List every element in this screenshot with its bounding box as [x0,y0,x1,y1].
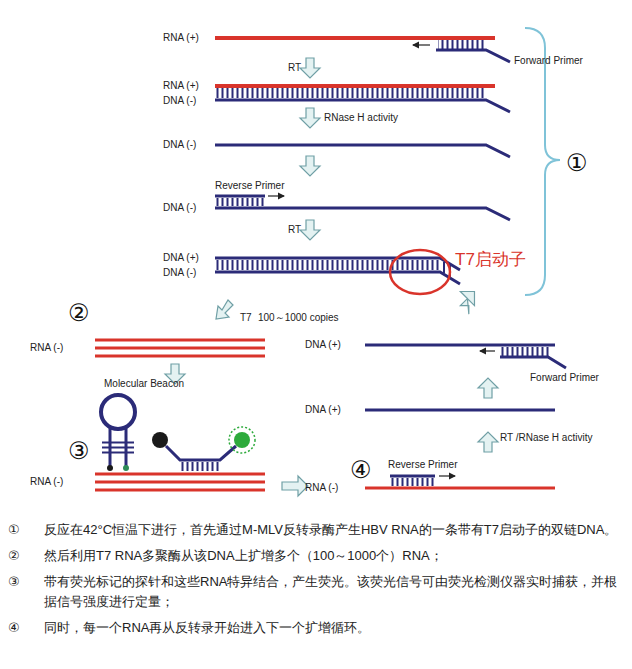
copies-label: 100～1000 copies [258,312,339,324]
strand-label: DNA (-) [163,95,196,107]
note-number: ④ [8,618,20,638]
primer-label: Forward Primer [514,55,583,67]
note-number: ① [8,520,20,540]
strand-label: RNA (+) [163,32,199,44]
strand-label: RNA (-) [30,476,63,488]
callout-number: ① [566,148,588,177]
strand-label: DNA (-) [163,267,196,279]
strand-label: DNA (+) [305,404,341,416]
step-label: T7 [240,312,252,324]
primer-label: Reverse Primer [215,180,284,192]
note-text: 然后利用T7 RNA多聚酶从该DNA上扩增多个（100～1000个）RNA； [44,546,624,566]
callout-number: ③ [68,436,90,465]
callout-number: ② [68,298,90,327]
probe-label: Molecular Beacon [104,378,184,390]
note-text: 同时，每一个RNA再从反转录开始进入下一个扩增循环。 [44,618,624,638]
note-text: 带有荧光标记的探针和这些RNA特异结合，产生荧光。该荧光信号可由荧光检测仪器实时… [44,572,624,612]
primer-label: Reverse Primer [388,459,457,471]
strand-label: DNA (-) [163,202,196,214]
strand-label: DNA (+) [163,252,199,264]
step-label: RT /RNase H activity [500,432,592,444]
callout-number: ④ [350,455,372,484]
strand-label: DNA (-) [163,139,196,151]
note-number: ② [8,546,20,566]
strand-label: RNA (-) [305,482,338,494]
step-label: RT [288,62,301,74]
step-label: RT [288,224,301,236]
strand-label: RNA (-) [30,342,63,354]
strand-label: RNA (+) [163,80,199,92]
primer-label: Forward Primer [530,372,599,384]
note-number: ③ [8,572,20,592]
step-label: RNase H activity [324,112,398,124]
strand-label: DNA (+) [305,339,341,351]
note-text: 反应在42°C恒温下进行，首先通过M-MLV反转录酶产生HBV RNA的一条带有… [44,520,624,540]
promoter-label: T7启动子 [455,250,526,270]
